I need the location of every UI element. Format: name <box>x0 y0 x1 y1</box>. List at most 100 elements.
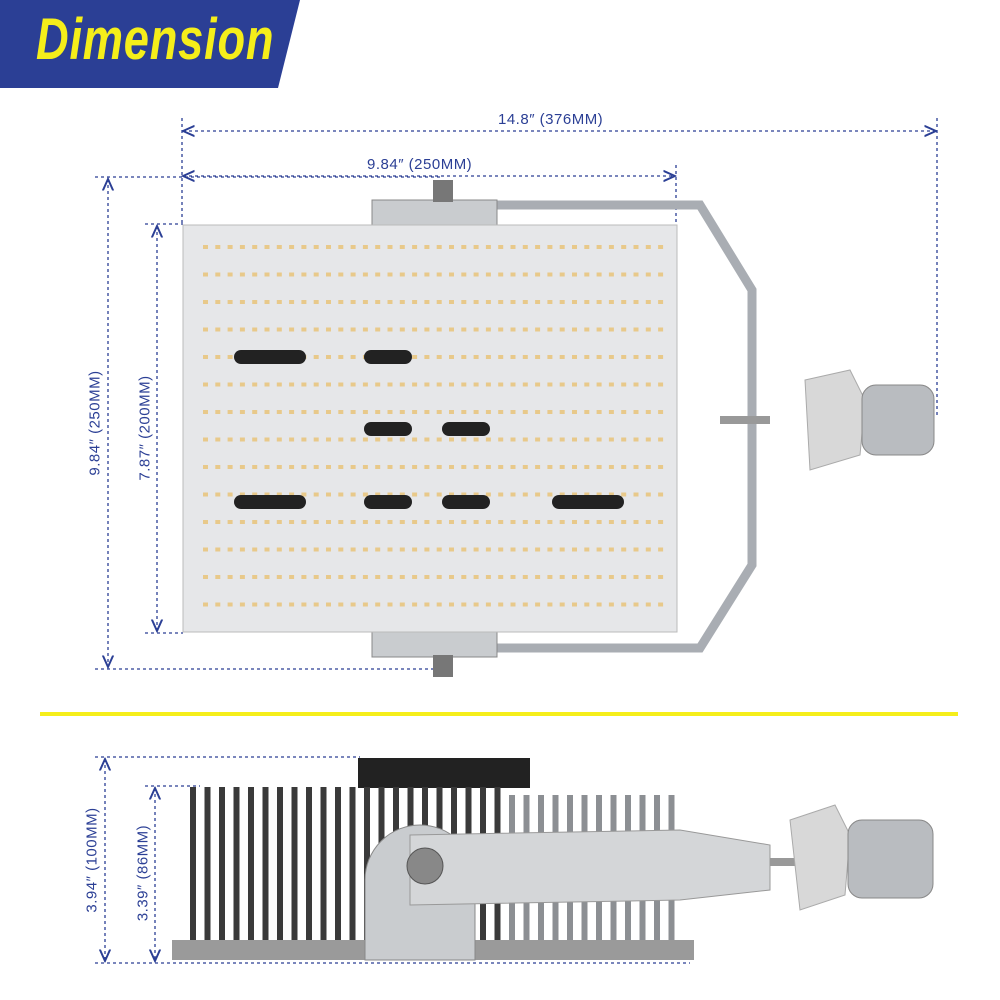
led <box>633 492 639 497</box>
led <box>326 272 331 277</box>
led <box>289 547 295 552</box>
led <box>658 602 664 607</box>
led <box>276 492 282 497</box>
led <box>461 410 467 414</box>
led <box>498 575 504 579</box>
led <box>215 520 221 524</box>
led <box>215 382 221 387</box>
overall-width-label: 14.8″ (376MM) <box>498 111 604 128</box>
led <box>313 300 319 304</box>
led <box>535 520 541 524</box>
led <box>559 245 565 249</box>
led <box>375 410 381 414</box>
led <box>313 437 319 442</box>
led <box>424 300 430 304</box>
led <box>473 547 479 552</box>
led <box>473 245 479 249</box>
led <box>362 410 368 414</box>
led <box>485 410 491 414</box>
led <box>227 492 233 497</box>
led <box>485 327 491 332</box>
led <box>375 465 381 469</box>
led <box>436 382 442 387</box>
led <box>215 355 221 359</box>
led <box>350 547 356 552</box>
led <box>522 547 528 552</box>
led <box>461 547 467 552</box>
led <box>485 547 491 552</box>
led <box>535 465 541 469</box>
led <box>264 245 270 249</box>
led <box>461 355 467 359</box>
led <box>633 410 639 414</box>
led <box>658 245 664 249</box>
led <box>239 327 245 332</box>
led <box>362 520 368 524</box>
led <box>608 355 614 359</box>
led <box>399 410 405 414</box>
led <box>645 355 651 359</box>
led <box>239 465 245 469</box>
led <box>276 575 282 579</box>
led <box>535 437 541 442</box>
led <box>338 355 344 359</box>
led <box>424 602 430 607</box>
page-title: Dimension <box>36 7 275 72</box>
led <box>276 547 282 552</box>
led <box>633 437 639 442</box>
led <box>633 272 639 277</box>
led <box>412 245 418 249</box>
led <box>547 327 553 332</box>
led <box>375 575 381 579</box>
led <box>596 492 602 497</box>
led <box>584 382 590 387</box>
led <box>387 245 393 249</box>
led <box>596 520 602 524</box>
led <box>412 300 418 304</box>
led <box>621 382 627 387</box>
led <box>584 437 590 442</box>
led <box>596 602 602 607</box>
led <box>436 520 442 524</box>
led <box>633 382 639 387</box>
led <box>227 410 233 414</box>
led <box>498 520 504 524</box>
led <box>203 520 208 524</box>
led <box>227 602 233 607</box>
led <box>338 410 344 414</box>
led <box>547 465 553 469</box>
led <box>449 410 454 414</box>
led <box>621 327 627 332</box>
overall-height-label: 9.84″ (250MM) <box>86 370 104 476</box>
led <box>485 382 491 387</box>
led <box>559 465 565 469</box>
led <box>522 465 528 469</box>
led <box>498 382 504 387</box>
led <box>596 547 602 552</box>
led <box>436 355 442 359</box>
led <box>596 382 602 387</box>
led <box>362 300 368 304</box>
led <box>399 245 405 249</box>
led <box>559 300 565 304</box>
led <box>350 272 356 277</box>
led <box>375 520 381 524</box>
led <box>424 520 430 524</box>
led <box>289 300 295 304</box>
led <box>621 437 627 442</box>
led <box>658 492 664 497</box>
led <box>203 602 208 607</box>
led <box>645 602 651 607</box>
led <box>473 602 479 607</box>
led <box>572 437 577 442</box>
led <box>350 520 356 524</box>
led <box>338 437 344 442</box>
led <box>473 300 479 304</box>
led <box>424 355 430 359</box>
led <box>559 410 565 414</box>
led <box>436 492 442 497</box>
led <box>399 520 405 524</box>
led <box>485 300 491 304</box>
led <box>547 245 553 249</box>
led <box>399 492 405 497</box>
